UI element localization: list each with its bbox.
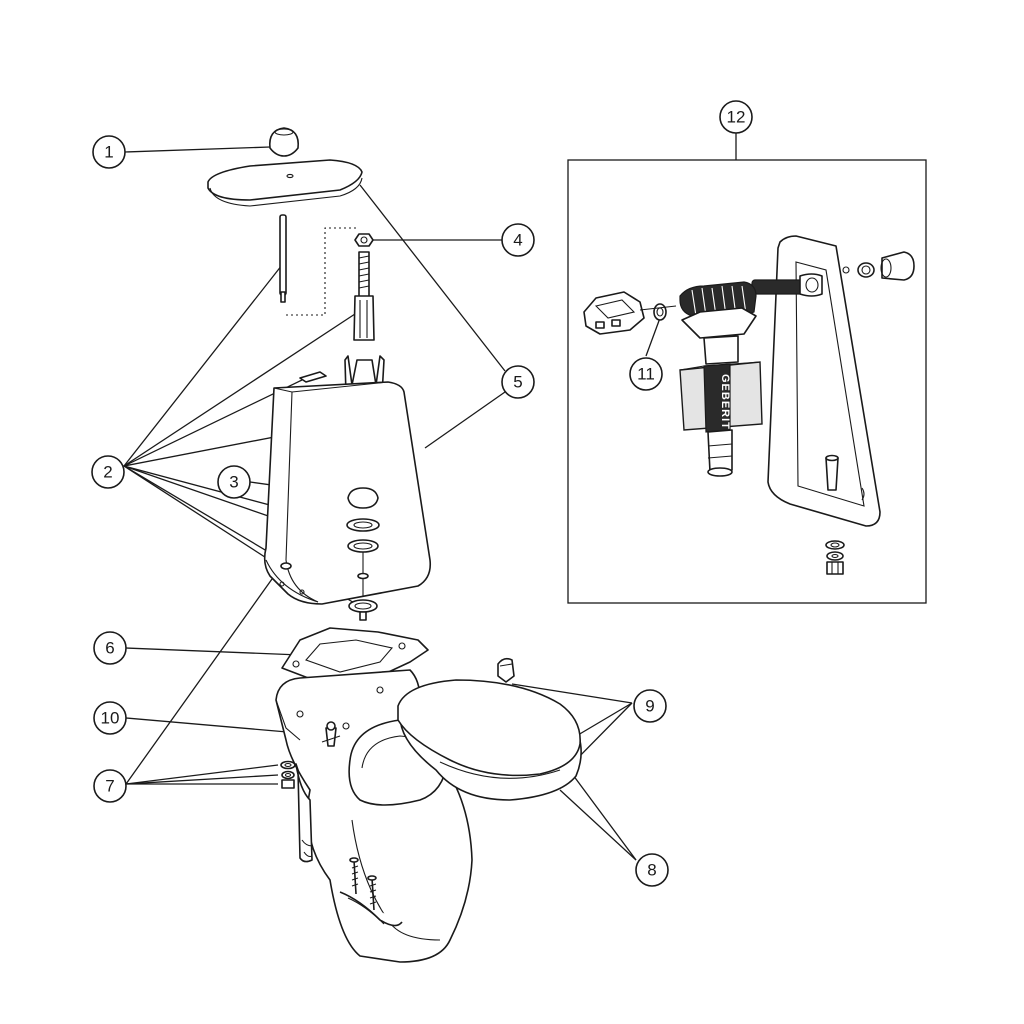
valve-washer <box>653 303 667 321</box>
fill-valve-brand-label: GEBERIT <box>719 374 731 430</box>
actuator-rod <box>279 214 287 303</box>
svg-text:7: 7 <box>105 777 114 796</box>
washer-stack <box>280 760 296 789</box>
callout-5: 5 <box>501 365 535 399</box>
float-arm <box>583 291 677 335</box>
svg-text:12: 12 <box>727 108 746 127</box>
callout-12: 12 <box>719 100 753 134</box>
bracket-nut-stack <box>825 540 845 575</box>
svg-text:9: 9 <box>645 697 654 716</box>
svg-text:3: 3 <box>229 473 238 492</box>
svg-text:5: 5 <box>513 373 522 392</box>
cistern-lid <box>207 159 363 207</box>
callout-8: 8 <box>635 853 669 887</box>
valve-bracket <box>767 235 881 527</box>
fill-valve-inset-box <box>567 159 927 604</box>
fill-valve-body <box>679 281 763 477</box>
hinge-bolt <box>321 721 341 747</box>
callout-7: 7 <box>93 769 127 803</box>
inlet-connector <box>857 251 915 281</box>
float-cap <box>347 487 379 509</box>
threaded-spindle <box>353 251 375 341</box>
callout-9: 9 <box>633 689 667 723</box>
svg-text:11: 11 <box>637 365 655 384</box>
callout-6: 6 <box>93 631 127 665</box>
svg-text:6: 6 <box>105 639 114 658</box>
svg-text:1: 1 <box>104 143 113 162</box>
cistern-body <box>263 381 432 605</box>
callout-2: 2 <box>91 455 125 489</box>
lock-nut <box>354 233 374 247</box>
seat-hinge <box>497 657 515 683</box>
callout-3: 3 <box>217 465 251 499</box>
seat-lid <box>397 679 581 777</box>
svg-text:8: 8 <box>647 861 656 880</box>
callout-10: 10 <box>93 701 127 735</box>
svg-text:2: 2 <box>103 463 112 482</box>
seal-ring <box>346 518 380 621</box>
callout-11: 11 <box>629 357 663 391</box>
threaded-inlet <box>751 273 823 297</box>
callout-1: 1 <box>92 135 126 169</box>
svg-text:4: 4 <box>513 231 522 250</box>
svg-text:10: 10 <box>101 709 120 728</box>
callout-4: 4 <box>501 223 535 257</box>
push-button <box>268 127 300 157</box>
dotted-assembly-line <box>286 227 358 316</box>
